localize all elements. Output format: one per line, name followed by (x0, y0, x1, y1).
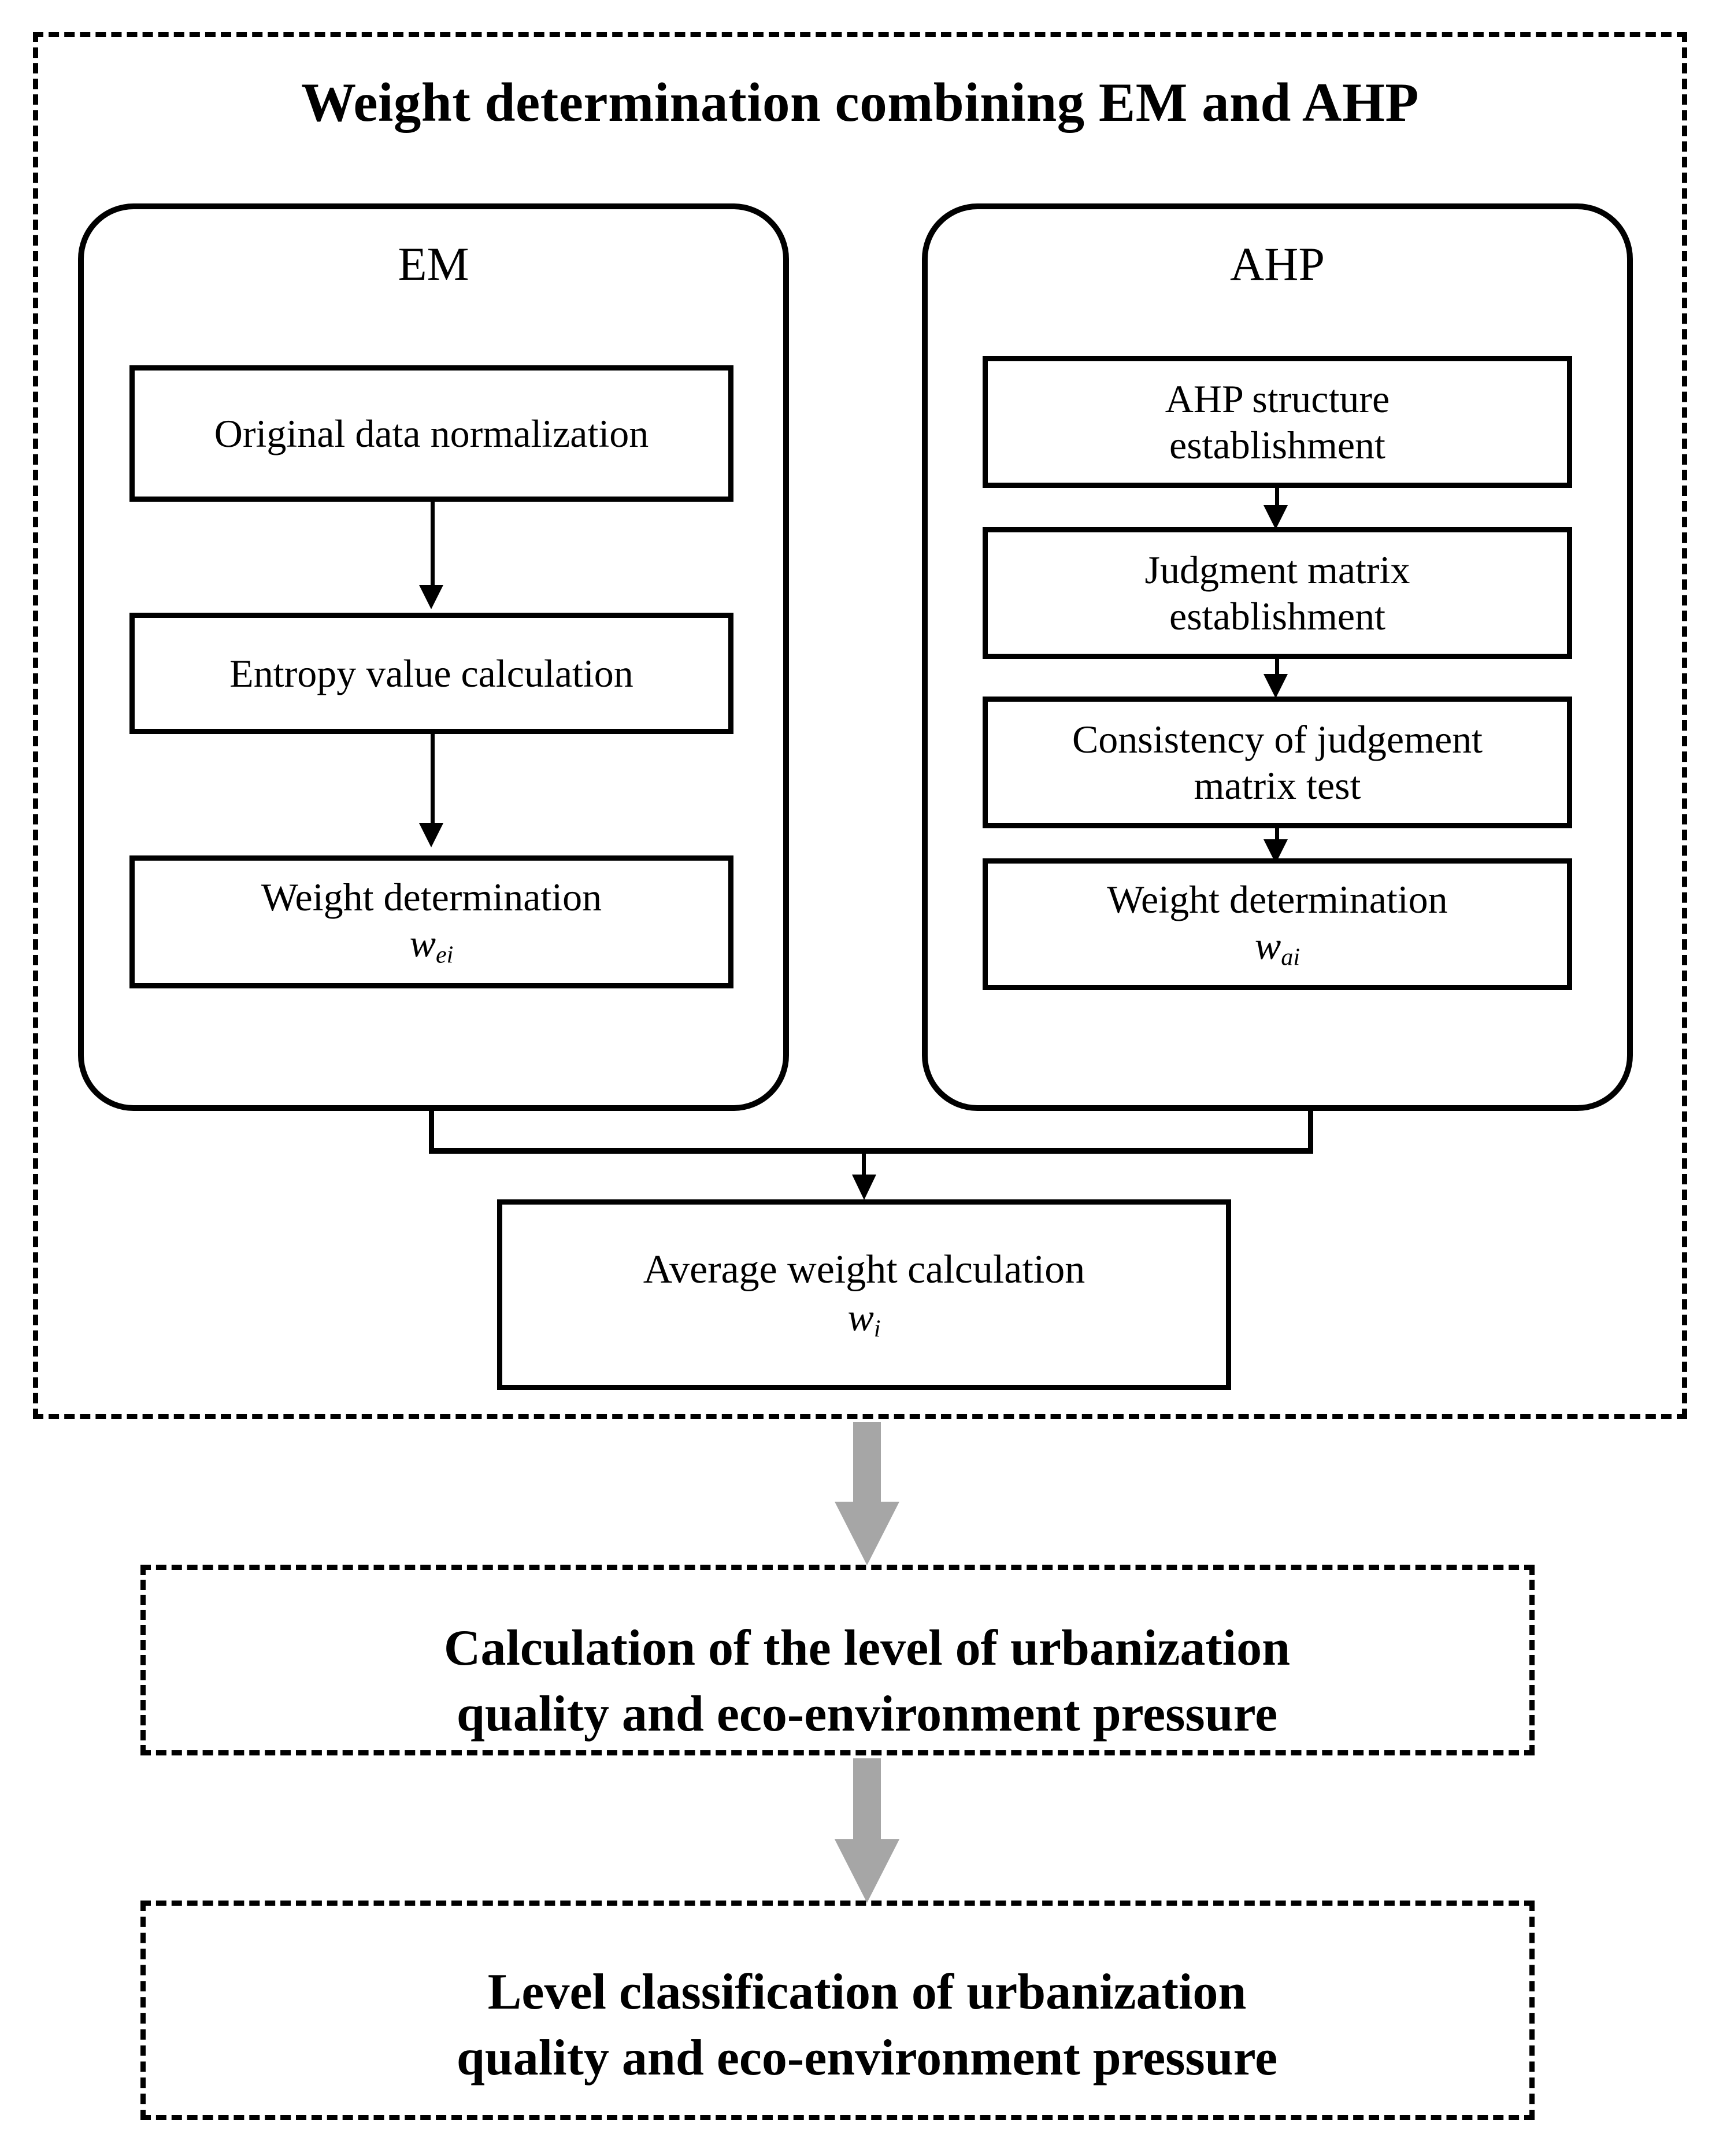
em-step-3-label: Weight determination (261, 875, 602, 920)
em-step-3-symbol: wei (409, 921, 454, 969)
em-step-1-label: Original data normalization (214, 411, 649, 455)
em-step-entropy-value-calculation: Entropy value calculation (129, 613, 733, 734)
ahp-arrow-1-shaft (1275, 488, 1279, 509)
ahp-panel-label: AHP (1229, 238, 1325, 290)
average-weight-calculation-box: Average weight calculation wi (497, 1199, 1231, 1390)
merge-connector-down-shaft (862, 1154, 866, 1178)
gray-down-arrow-1-icon (832, 1422, 902, 1565)
ahp-arrow-1-head-icon (1264, 505, 1288, 529)
calculation-level-result-text: Calculation of the level of urbanization… (0, 1616, 1734, 1748)
gray-arrow-1-head (835, 1502, 899, 1565)
em-step-2-label: Entropy value calculation (229, 651, 633, 695)
ahp-arrow-2-head-icon (1264, 674, 1288, 698)
ahp-step-3-line2: matrix test (1194, 764, 1361, 807)
ahp-step-4-label: Weight determination (1107, 877, 1448, 922)
average-weight-symbol: wi (847, 1295, 881, 1343)
merge-connector-left-leg (429, 1111, 434, 1153)
average-weight-label: Average weight calculation (643, 1247, 1085, 1292)
ahp-step-2-line1: Judgment matrix (1144, 547, 1410, 592)
result-2-line2: quality and eco-environment pressure (456, 2030, 1278, 2087)
em-step-weight-determination: Weight determination wei (129, 855, 733, 988)
group-title: Weight determination combining EM and AH… (301, 72, 1419, 133)
em-arrow-1-shaft (431, 502, 435, 588)
calculation-level-result-box (140, 1565, 1535, 1755)
weight-determination-group-box (33, 32, 1687, 1419)
gray-down-arrow-2-icon (832, 1758, 902, 1903)
merge-arrow-head-icon (852, 1175, 876, 1200)
em-arrow-2-shaft (431, 734, 435, 827)
gray-arrow-2-head (835, 1839, 899, 1903)
ahp-arrow-3-shaft (1275, 828, 1279, 841)
ahp-step-1-line1: AHP structure (1165, 376, 1390, 421)
level-classification-result-box (140, 1901, 1535, 2120)
ahp-step-consistency-of-judgement-matrix-test: Consistency of judgement matrix test (983, 697, 1572, 828)
ahp-arrow-3-head-icon (1264, 839, 1288, 864)
result-1-line1: Calculation of the level of urbanization (443, 1620, 1291, 1676)
result-1-line2: quality and eco-environment pressure (456, 1686, 1278, 1743)
ahp-step-structure-establishment: AHP structure establishment (983, 356, 1572, 488)
ahp-step-3-line1: Consistency of judgement (1072, 717, 1483, 761)
result-2-line1: Level classification of urbanization (487, 1964, 1247, 2020)
em-step-original-data-normalization: Original data normalization (129, 365, 733, 502)
em-arrow-1-head-icon (419, 585, 443, 609)
ahp-step-1-line2: establishment (1169, 423, 1385, 467)
gray-arrow-2-shaft (853, 1758, 881, 1839)
ahp-method-panel: AHP (922, 203, 1633, 1111)
ahp-step-judgment-matrix-establishment: Judgment matrix establishment (983, 527, 1572, 659)
gray-arrow-1-shaft (853, 1422, 881, 1502)
level-classification-result-text: Level classification of urbanization qua… (0, 1959, 1734, 2092)
ahp-step-4-symbol: wai (1254, 924, 1300, 972)
em-arrow-2-head-icon (419, 823, 443, 847)
ahp-arrow-2-shaft (1275, 659, 1279, 677)
ahp-step-2-line2: establishment (1169, 594, 1385, 638)
ahp-step-weight-determination: Weight determination wai (983, 858, 1572, 990)
em-method-panel: EM (78, 203, 789, 1111)
merge-connector-right-leg (1308, 1111, 1313, 1153)
merge-connector-bar (429, 1148, 1313, 1154)
em-panel-label: EM (398, 238, 469, 290)
